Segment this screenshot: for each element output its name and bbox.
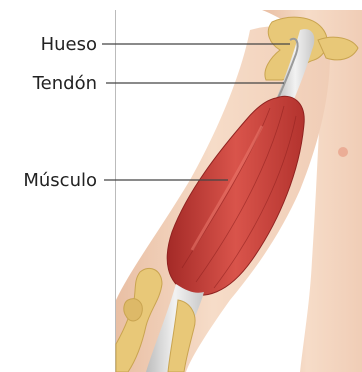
label-bone: Hueso <box>41 34 97 55</box>
chest-nipple <box>338 147 348 157</box>
label-muscle: Músculo <box>23 170 97 191</box>
label-tendon: Tendón <box>32 73 97 94</box>
elbow-knob <box>124 299 142 321</box>
image-frame-edge <box>115 10 116 372</box>
